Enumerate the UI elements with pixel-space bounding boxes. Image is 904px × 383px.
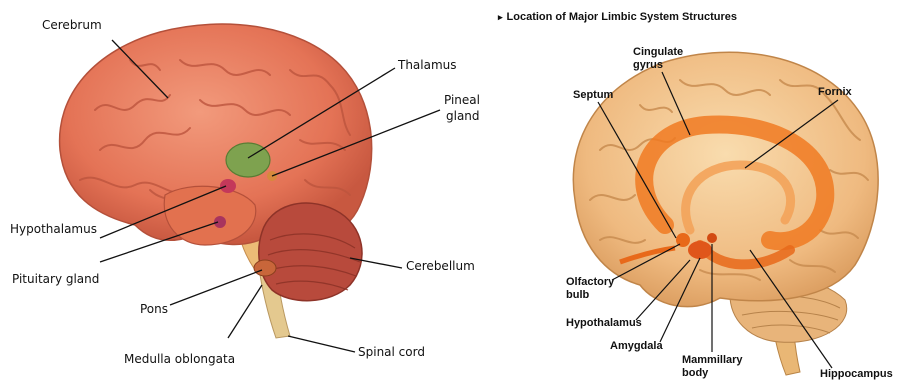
hypothalamus-shape <box>220 179 236 193</box>
label-cingulate-line2: gyrus <box>633 59 663 71</box>
pituitary-shape <box>214 216 226 228</box>
mammillary-shape <box>707 233 717 243</box>
cerebellum-shape <box>259 203 362 301</box>
label-olfactory-line2: bulb <box>566 289 589 301</box>
label-pineal-line2: gland <box>446 109 480 123</box>
label-medulla: Medulla oblongata <box>124 352 235 366</box>
label-amygdala: Amygdala <box>610 340 663 352</box>
label-hippocampus: Hippocampus <box>820 368 893 380</box>
label-pituitary: Pituitary gland <box>12 272 99 286</box>
pons-shape <box>254 260 276 276</box>
label-septum: Septum <box>573 89 613 101</box>
label-mammillary-line2: body <box>682 367 708 379</box>
label-mammillary-line1: Mammillary <box>682 354 743 366</box>
label-spinal-cord: Spinal cord <box>358 345 425 359</box>
label-hypothalamus-left: Hypothalamus <box>10 222 97 236</box>
amygdala-shape <box>688 241 712 259</box>
title-text: Location of Major Limbic System Structur… <box>507 11 737 23</box>
label-hypothalamus-right: Hypothalamus <box>566 317 642 329</box>
label-thalamus: Thalamus <box>398 58 457 72</box>
label-cerebrum: Cerebrum <box>42 18 102 32</box>
right-figure-title: ▸ Location of Major Limbic System Structu… <box>498 11 737 23</box>
label-pons: Pons <box>140 302 168 316</box>
label-cingulate-line1: Cingulate <box>633 46 683 58</box>
label-pineal-line1: Pineal <box>444 93 480 107</box>
title-marker-icon: ▸ <box>498 12 503 22</box>
left-brain <box>60 24 372 338</box>
label-cerebellum: Cerebellum <box>406 259 475 273</box>
label-fornix: Fornix <box>818 86 852 98</box>
label-olfactory-line1: Olfactory <box>566 276 614 288</box>
